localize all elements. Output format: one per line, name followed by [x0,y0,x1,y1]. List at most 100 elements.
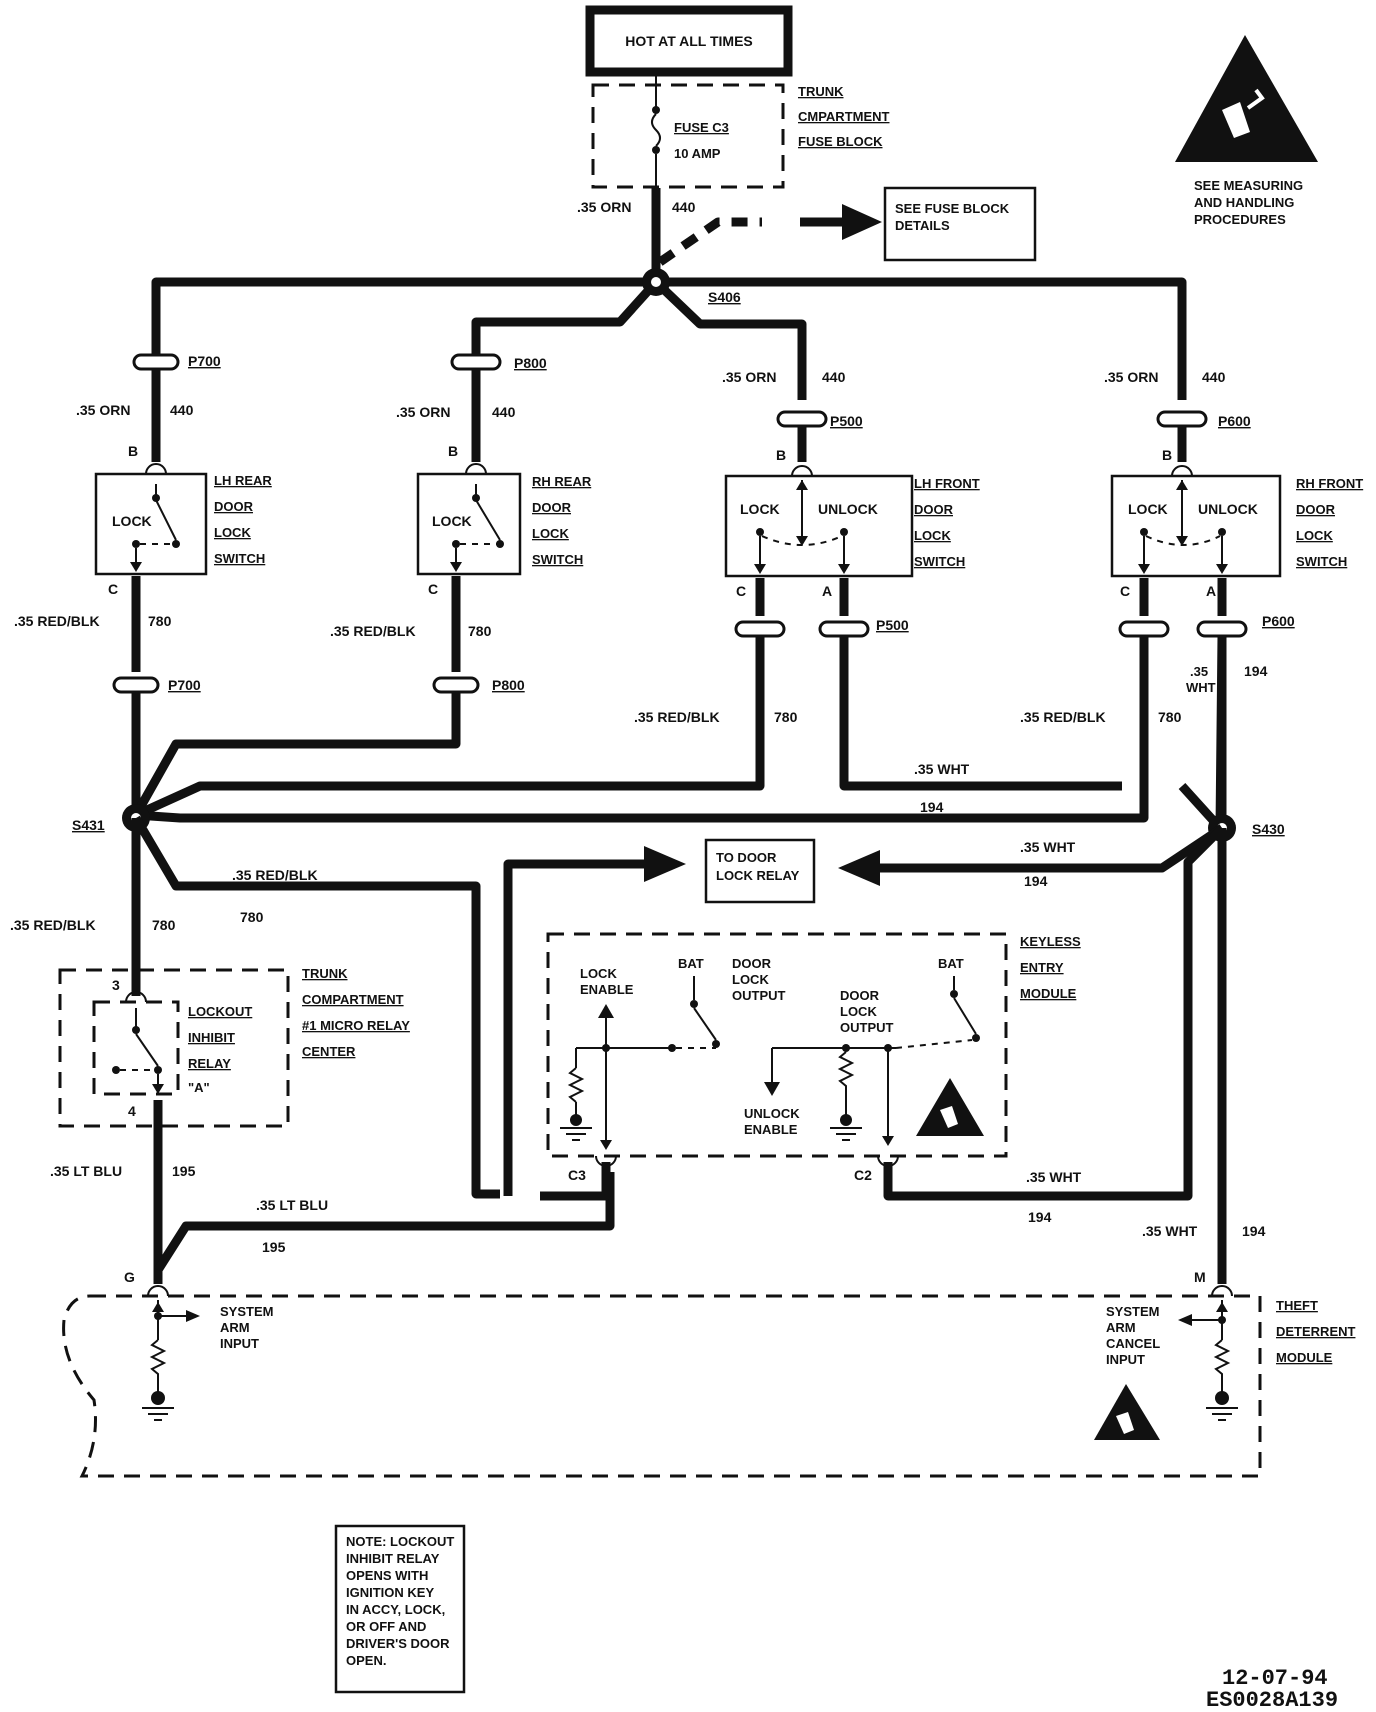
connector-p800-top: P800 [514,355,547,371]
lock-enable-1: LOCK [580,966,617,981]
rh-front-title-1: RH FRONT [1296,476,1363,491]
circuit-440-lhrear: 440 [170,402,194,418]
fuse-name: FUSE C3 [674,120,729,135]
note-l1: NOTE: LOCKOUT [346,1534,454,1549]
circuit-195-keyless: 195 [262,1239,286,1255]
wire-redblk-rhfront: .35 RED/BLK [1020,709,1106,725]
keyless-title-1: KEYLESS [1020,934,1081,949]
keyless-title-2: ENTRY [1020,960,1064,975]
circuit-194-relay: 194 [1024,873,1048,889]
unlock-enable-2: ENABLE [744,1122,798,1137]
rh-front-title-2: DOOR [1296,502,1336,517]
esd-note-3: PROCEDURES [1194,212,1286,227]
circuit-780-lhfront: 780 [774,709,798,725]
wire-orn-top: .35 ORN [577,199,631,215]
theft-title-1: THEFT [1276,1298,1318,1313]
circuit-440-top: 440 [672,199,696,215]
wire-redblk-lhrear: .35 RED/BLK [14,613,100,629]
circuit-194-rhfront: 194 [1244,663,1268,679]
pin-b-rhfront: B [1162,447,1172,463]
lh-rear-title-1: LH REAR [214,473,272,488]
dlo-a-3: OUTPUT [732,988,786,1003]
diagram-code: ES0028A139 [1206,1688,1338,1712]
rh-rear-door-lock-switch [416,472,522,576]
lh-rear-title-4: SWITCH [214,551,265,566]
circuit-780-s431: 780 [240,909,264,925]
theft-title-3: MODULE [1276,1350,1333,1365]
unlock-enable-1: UNLOCK [744,1106,800,1121]
arm-input-1: SYSTEM [220,1304,273,1319]
hot-at-all-times-label: HOT AT ALL TIMES [625,33,753,49]
fuse-block-title-2: CMPARTMENT [798,109,890,124]
connector-p500-bottom: P500 [876,617,909,633]
rh-front-door-lock-switch [1110,474,1282,578]
resistor-icon [567,1067,585,1103]
lock-enable-2: ENABLE [580,982,634,997]
see-fuse-block-line2: DETAILS [895,218,950,233]
keyless-title-3: MODULE [1020,986,1077,1001]
pin-4: 4 [128,1103,136,1119]
wire-ltblu-keyless: .35 LT BLU [256,1197,328,1213]
theft-title-2: DETERRENT [1276,1324,1356,1339]
circuit-194-mid: 194 [920,799,944,815]
pin-c-lhrear: C [108,581,118,597]
diagram-date: 12-07-94 [1222,1666,1328,1691]
note-l4: IGNITION KEY [346,1585,434,1600]
pin-b-lhrear: B [128,443,138,459]
keyless-entry-module [546,932,1008,1158]
wire-orn-rhrear: .35 ORN [396,404,450,420]
rh-front-lock-label: LOCK [1128,501,1168,517]
note-box [334,1524,466,1694]
micro-relay-center [58,968,290,1128]
circuit-780-rhfront: 780 [1158,709,1182,725]
pin-c-rhrear: C [428,581,438,597]
note-l5: IN ACCY, LOCK, [346,1602,445,1617]
wire-redblk-relay: .35 RED/BLK [10,917,96,933]
connector-p700-top: P700 [188,353,221,369]
rh-rear-lock-label: LOCK [432,513,472,529]
rh-front-title-4: SWITCH [1296,554,1347,569]
relay-center-l2: COMPARTMENT [302,992,404,1007]
wire-redblk-s431: .35 RED/BLK [232,867,318,883]
note-l6: OR OFF AND [346,1619,426,1634]
fuse-block-title-1: TRUNK [798,84,844,99]
wire-wht-stack-2: WHT [1186,680,1216,695]
wire-wht-relay: .35 WHT [1020,839,1076,855]
rh-rear-title-4: SWITCH [532,552,583,567]
circuit-440-rhrear: 440 [492,404,516,420]
rh-rear-title-3: LOCK [532,526,569,541]
lockout-inhibit-relay [92,1000,180,1096]
cancel-input-2: ARM [1106,1320,1136,1335]
splice-s431-label: S431 [72,817,105,833]
rh-rear-title-1: RH REAR [532,474,592,489]
esd-warning-icon [916,1078,984,1136]
wire-ltblu-relay: .35 LT BLU [50,1163,122,1179]
circuit-780-relay: 780 [152,917,176,933]
pin-a-lhfront: A [822,583,832,599]
connector-p700-bottom: P700 [168,677,201,693]
pin-g: G [124,1269,135,1285]
lh-front-title-4: SWITCH [914,554,965,569]
lockout-relay-l2: INHIBIT [188,1030,235,1045]
lh-front-title-1: LH FRONT [914,476,980,491]
wire-orn-rhfront: .35 ORN [1104,369,1158,385]
connector-p600-bottom: P600 [1262,613,1295,629]
lh-front-title-3: LOCK [914,528,951,543]
cancel-input-3: CANCEL [1106,1336,1160,1351]
note-l2: INHIBIT RELAY [346,1551,440,1566]
relay-center-l1: TRUNK [302,966,348,981]
wire-orn-lhfront: .35 ORN [722,369,776,385]
bat-a: BAT [678,956,704,971]
esd-note-1: SEE MEASURING [1194,178,1303,193]
lh-rear-title-3: LOCK [214,525,251,540]
esd-note-2: AND HANDLING [1194,195,1294,210]
ground-icon [560,1127,592,1141]
connector-p800-bottom: P800 [492,677,525,693]
pin-b-rhrear: B [448,443,458,459]
note-l7: DRIVER'S DOOR [346,1636,450,1651]
pin-3: 3 [112,977,120,993]
dlo-a-2: LOCK [732,972,769,987]
pin-a-rhfront: A [1206,583,1216,599]
pin-c2: C2 [854,1167,872,1183]
